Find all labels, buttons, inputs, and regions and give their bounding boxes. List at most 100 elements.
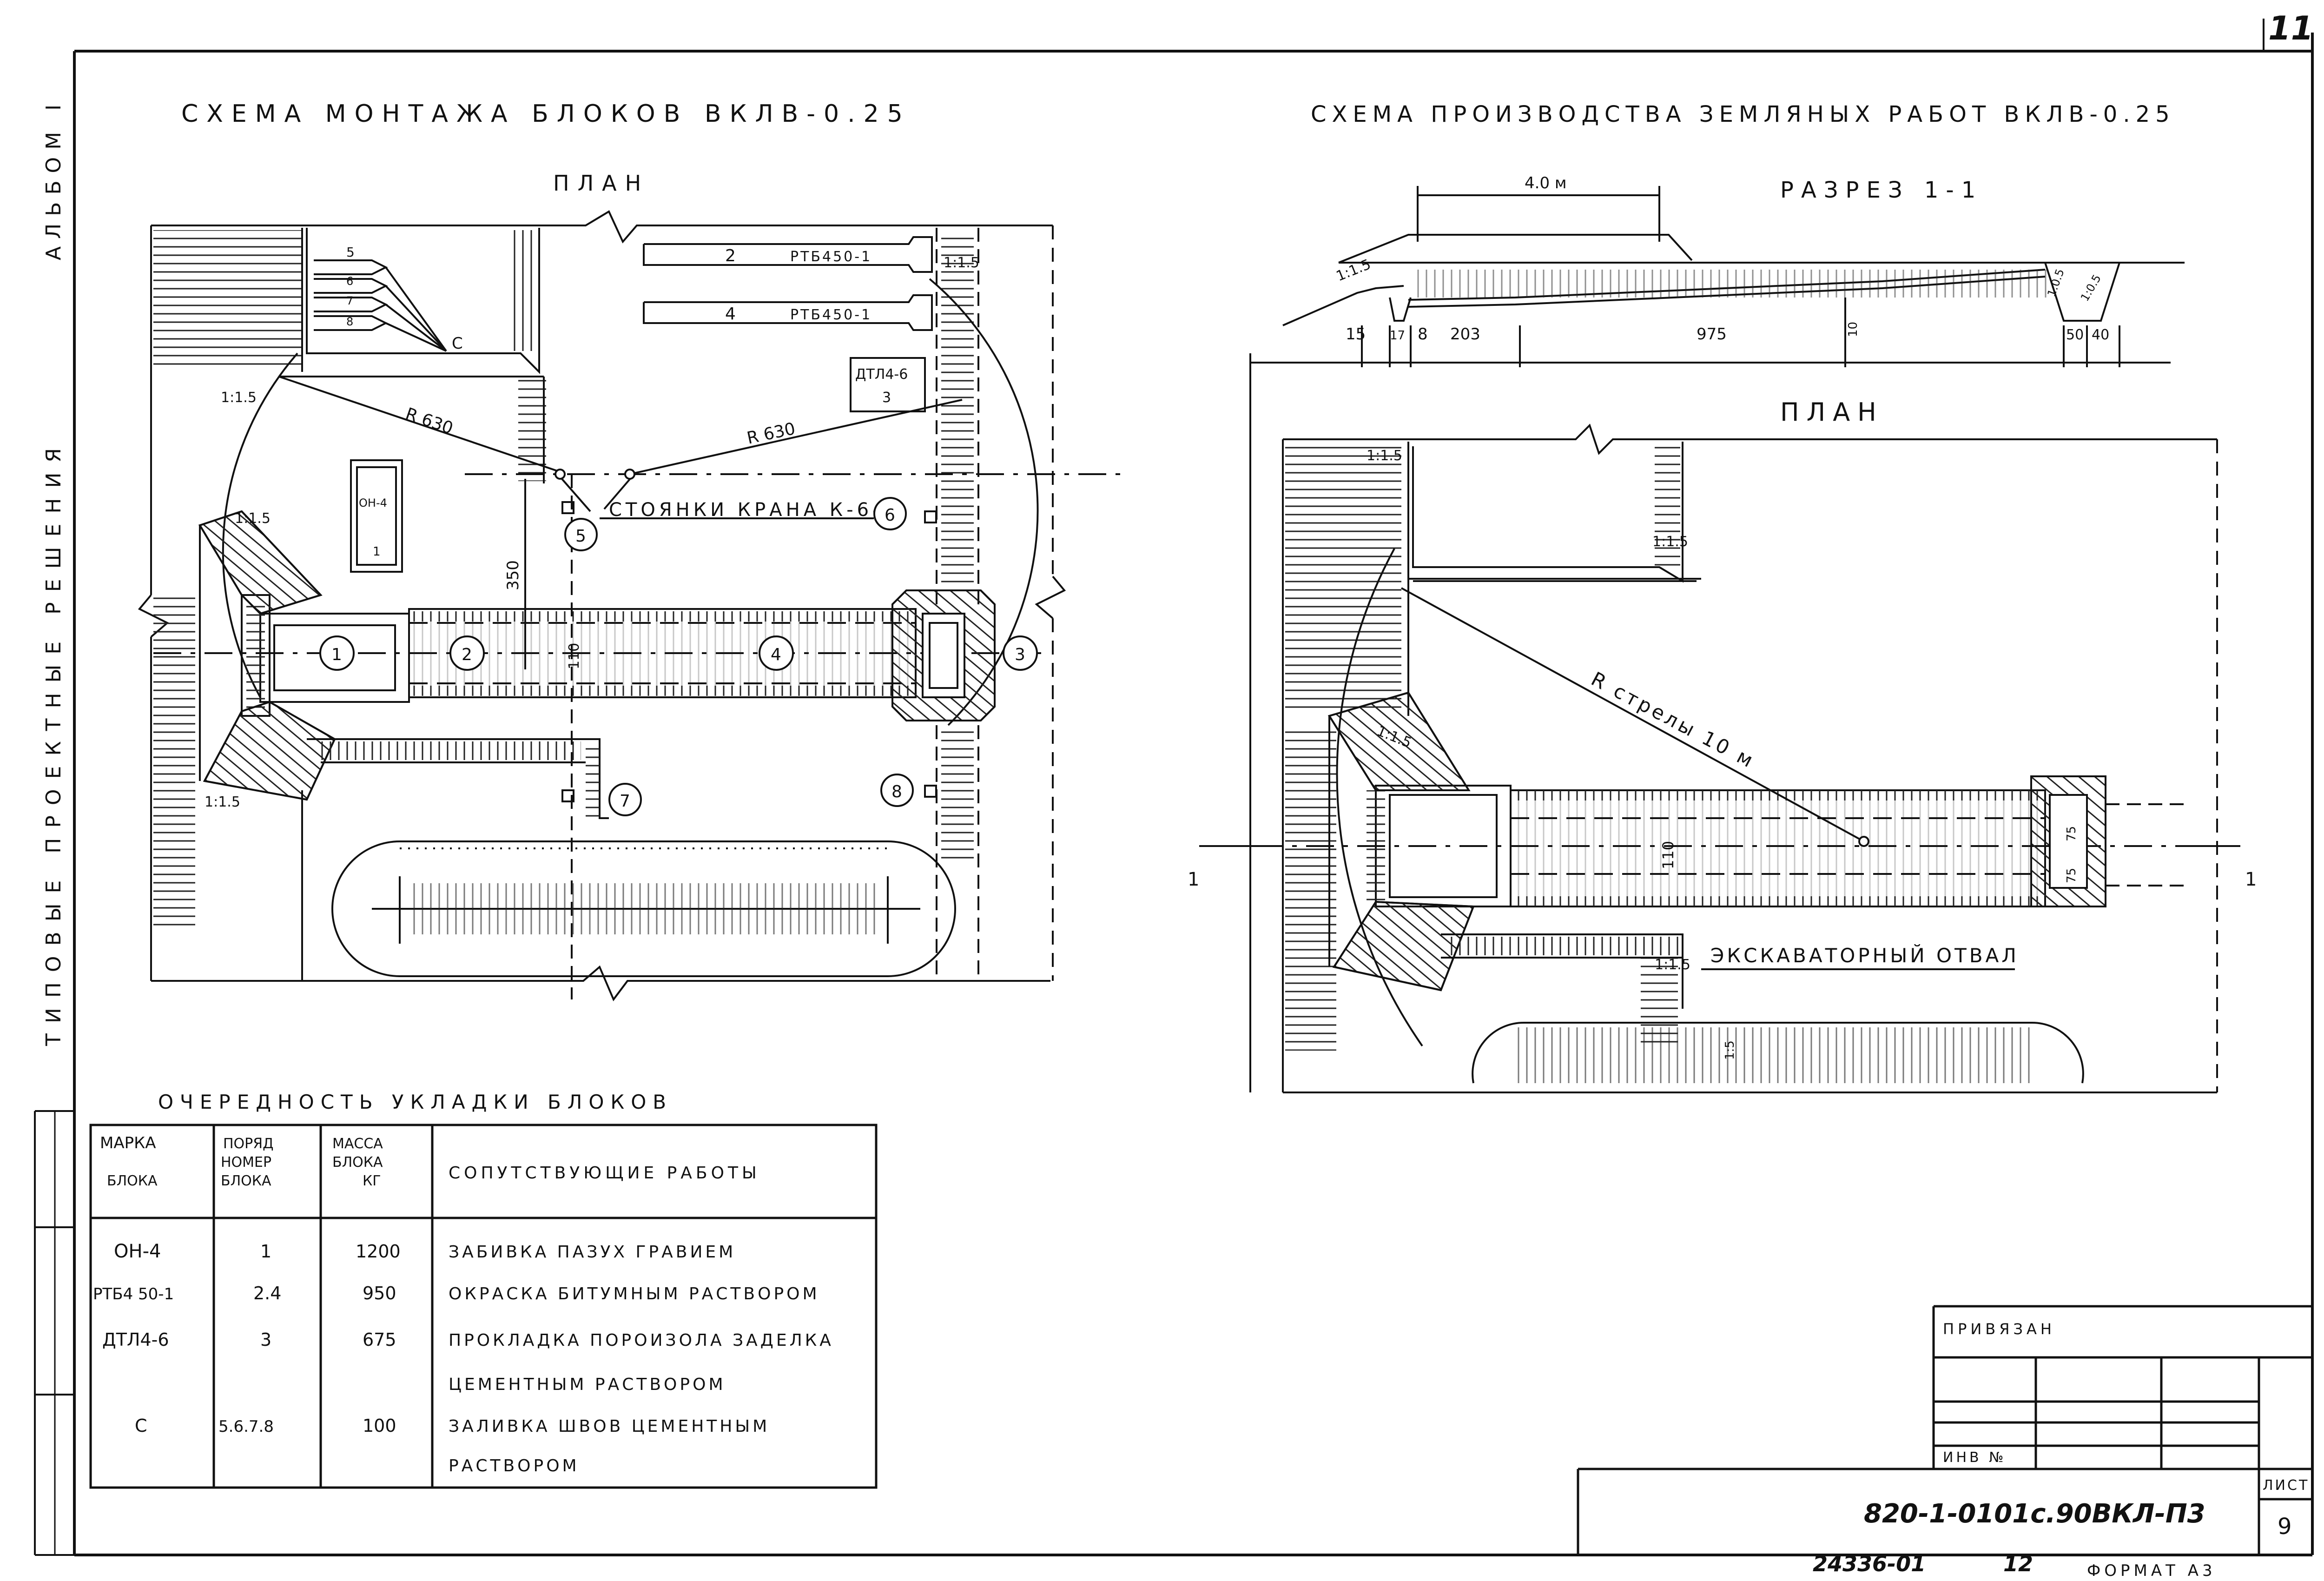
stack-block-5: 5 — [346, 245, 355, 260]
crane-label: СТОЯНКИ КРАНА К-64 — [609, 499, 888, 521]
table-title: ОЧЕРЕДНОСТЬ УКЛАДКИ БЛОКОВ — [158, 1091, 673, 1113]
page-number: 11 — [2268, 9, 2313, 47]
spoil-label: ЭКСКАВАТОРНЫЙ ОТВАЛ — [1710, 944, 2019, 967]
sequence-table-header: МАРКА БЛОКА ПОРЯД НОМЕР БЛОКА МАССА БЛОК… — [100, 1134, 760, 1189]
slope-label: 1:1.5 — [205, 794, 240, 810]
header-mark-1: МАРКА — [100, 1134, 156, 1152]
axis-block-2: 2 — [462, 645, 472, 664]
section-label: РАЗРЕЗ 1-1 — [1780, 177, 1983, 203]
section-width-label: 4.0 м — [1525, 174, 1567, 192]
plan-slope: 1:1.5 — [1367, 448, 1402, 464]
row-order: 5.6.7.8 — [218, 1417, 274, 1436]
header-works: СОПУТСТВУЮЩИЕ РАБОТЫ — [449, 1164, 760, 1183]
sheet-frame — [34, 19, 2314, 1556]
right-scheme-title: СХЕМА ПРОИЗВОДСТВА ЗЕМЛЯНЫХ РАБОТ ВКЛВ-0… — [1311, 101, 2175, 127]
stack-mark: С — [452, 334, 463, 353]
table-row: ОН-4 1 1200 ЗАБИВКА ПАЗУХ ГРАВИЕМ — [114, 1241, 736, 1262]
plan-slope: 1:1.5 — [1655, 957, 1690, 973]
left-spoil-hatch — [409, 883, 878, 934]
section-mark-left: 1 — [1188, 869, 1199, 890]
right-plan-label: ПЛАН — [1780, 397, 1884, 427]
header-mark-2: БЛОКА — [107, 1173, 158, 1189]
section-dim: 8 — [1418, 325, 1428, 344]
left-circle-labels: 5 6 7 8 1 2 4 3 — [331, 506, 1025, 811]
dim-110-right: 110 — [1659, 841, 1677, 869]
left-slope-labels: 1:1.5 1:1.5 1:1.5 1:1.5 — [205, 255, 979, 810]
rtb-2-mark: РТБ450-1 — [790, 307, 872, 323]
dtl-mark: ДТЛ4-6 — [855, 366, 908, 383]
sequence-table-grid — [89, 1124, 878, 1489]
right-plan — [1199, 423, 2240, 1093]
row-mark: ОН-4 — [114, 1241, 161, 1262]
table-row: ДТЛ4-6 3 675 ПРОКЛАДКА ПОРОИЗОЛА ЗАДЕЛКА… — [102, 1330, 834, 1394]
series-title: ТИПОВЫЕ ПРОЕКТНЫЕ РЕШЕНИЯ — [42, 438, 66, 1046]
section-dim: 15 — [1346, 325, 1366, 344]
header-order-1: ПОРЯД — [223, 1136, 274, 1152]
dim-350: 350 — [504, 560, 522, 590]
right-section-labels: 1:1.5 1:0.5 1:0.5 15 17 8 203 975 10 50 … — [1334, 256, 2109, 344]
header-order-3: БЛОКА — [221, 1173, 271, 1189]
slope-label: 1:1.5 — [944, 255, 979, 271]
row-works: ЦЕМЕНТНЫМ РАСТВОРОМ — [449, 1375, 726, 1394]
row-mass: 100 — [363, 1416, 396, 1436]
crane-stand-6: 6 — [885, 506, 895, 525]
title-block-grid — [1577, 1305, 2312, 1555]
row-mass: 675 — [363, 1330, 396, 1350]
dim-75-a: 75 — [2065, 826, 2079, 841]
row-works: ПРОКЛАДКА ПОРОИЗОЛА ЗАДЕЛКА — [449, 1331, 834, 1350]
section-dim: 975 — [1697, 325, 1727, 344]
crane-stand-8: 8 — [891, 782, 902, 801]
sequence-table-rows: ОН-4 1 1200 ЗАБИВКА ПАЗУХ ГРАВИЕМ РТБ4 5… — [93, 1241, 834, 1475]
header-mass-1: МАССА — [332, 1136, 383, 1152]
sheet-number: 9 — [2278, 1514, 2292, 1540]
left-stack-labels: 5 6 7 8 С — [346, 245, 463, 353]
stack-block-6: 6 — [346, 275, 353, 288]
row-works: ЗАЛИВКА ШВОВ ЦЕМЕНТНЫМ — [449, 1417, 770, 1436]
row-mark: ДТЛ4-6 — [102, 1330, 169, 1350]
section-dim: 10 — [1846, 322, 1860, 337]
rtb-1-number: 2 — [725, 246, 736, 265]
section-dim: 17 — [1390, 329, 1405, 343]
inventory-label: ИНВ № — [1943, 1449, 2006, 1466]
crane-stand-5: 5 — [575, 527, 586, 546]
row-mark: РТБ4 50-1 — [93, 1285, 174, 1303]
boom-radius-label: R стрелы 10 м — [1587, 668, 1759, 774]
row-mass: 1200 — [356, 1241, 401, 1262]
table-row: РТБ4 50-1 2.4 950 ОКРАСКА БИТУМНЫМ РАСТВ… — [93, 1283, 820, 1303]
plan-slope: 1:1.5 — [1652, 534, 1688, 550]
radius-right-label: R 630 — [745, 419, 797, 448]
left-circle-markers — [319, 469, 1038, 816]
row-works: РАСТВОРОМ — [449, 1456, 580, 1475]
left-rtb-labels: 2 РТБ450-1 4 РТБ450-1 ДТЛ4-6 3 ОН-4 1 — [359, 246, 908, 559]
row-works: ЗАБИВКА ПАЗУХ ГРАВИЕМ — [449, 1243, 736, 1262]
archive-sub: 12 — [2003, 1551, 2033, 1576]
axis-block-3: 3 — [1015, 645, 1025, 664]
section-slope: 1:1.5 — [1334, 256, 1373, 284]
row-order: 1 — [260, 1241, 271, 1262]
slope-label: 1:1.5 — [221, 390, 257, 406]
album-label: АЛЬБОМ I — [42, 97, 66, 260]
header-order-2: НОМЕР — [221, 1154, 271, 1171]
section-dim: 203 — [1450, 325, 1480, 344]
stack-block-7: 7 — [346, 294, 353, 307]
right-section — [1249, 186, 2185, 1092]
dim-110-left: 110 — [566, 643, 582, 669]
document-code: 820-1-0101с.90ВКЛ-П3 — [1864, 1499, 2205, 1529]
header-mass-2: БЛОКА — [332, 1154, 383, 1171]
on-number: 1 — [373, 545, 381, 559]
dim-1-5: 1:5 — [1723, 1040, 1737, 1060]
axis-block-4: 4 — [771, 645, 781, 664]
table-row: С 5.6.7.8 100 ЗАЛИВКА ШВОВ ЦЕМЕНТНЫМ РАС… — [135, 1416, 770, 1475]
axis-block-1: 1 — [331, 645, 342, 664]
rtb-2-number: 4 — [725, 304, 736, 324]
dtl-number: 3 — [882, 390, 891, 406]
row-mark: С — [135, 1416, 147, 1436]
section-slope-small-2: 1:0.5 — [2078, 272, 2104, 304]
row-mass: 950 — [363, 1283, 396, 1303]
row-order: 3 — [260, 1330, 271, 1350]
archive-number: 24336-01 — [1813, 1551, 1926, 1576]
crane-stand-7: 7 — [620, 792, 630, 811]
bound-label: ПРИВЯЗАН — [1943, 1320, 2055, 1338]
row-works: ОКРАСКА БИТУМНЫМ РАСТВОРОМ — [449, 1284, 820, 1303]
